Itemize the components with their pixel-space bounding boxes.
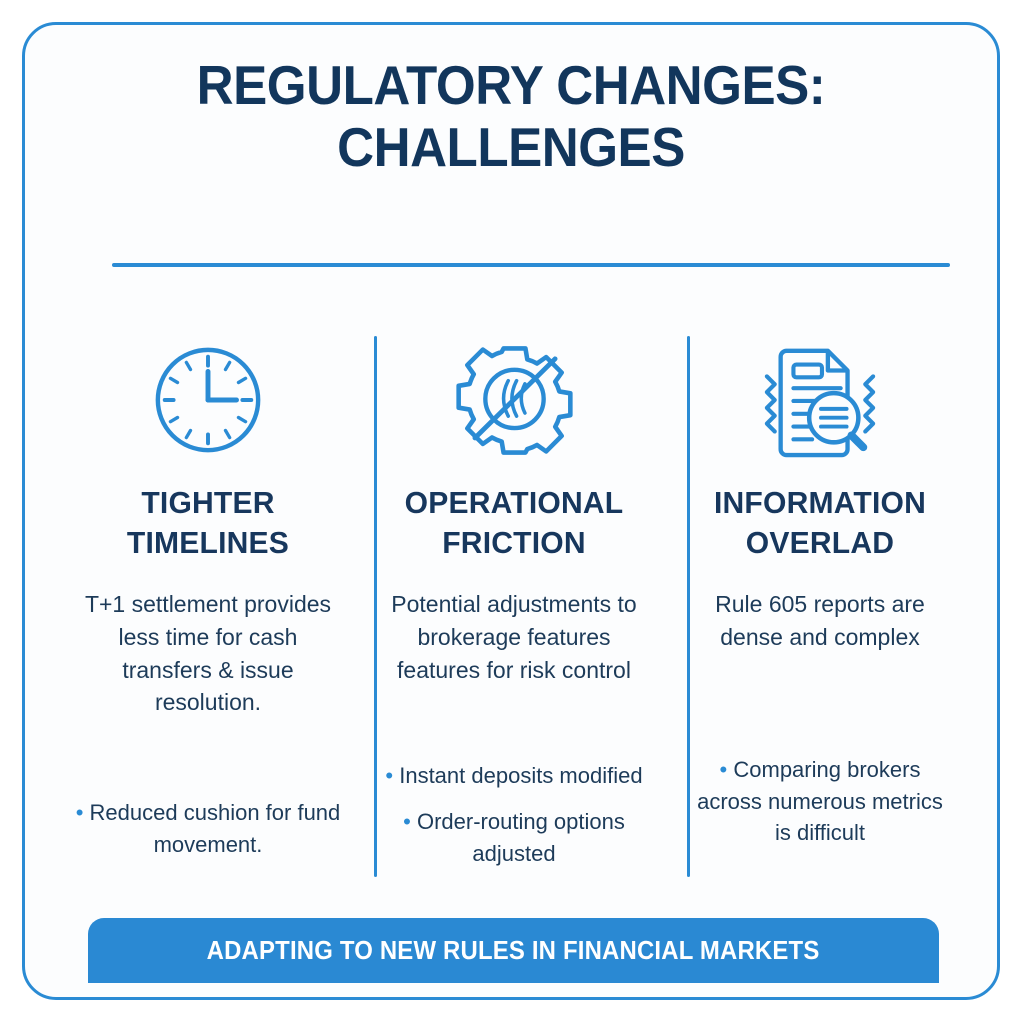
page-title: REGULATORY CHANGES: CHALLENGES [196, 54, 826, 178]
column-bullet-list: • Reduced cushion for fund movement. [69, 797, 347, 861]
list-item: • Instant deposits modified [375, 760, 653, 792]
bullet-text: Comparing brokers across numerous metric… [697, 756, 943, 846]
bullet-dot-icon: • [403, 809, 411, 835]
bullet-text: Reduced cushion for fund movement. [89, 799, 341, 857]
column-heading: OPERATIONAL FRICTION [404, 485, 624, 560]
bullet-dot-icon: • [719, 756, 728, 782]
list-item: • Order-routing options adjusted [375, 806, 653, 870]
bullet-text: Instant deposits modified [399, 763, 643, 789]
gear-disabled-icon [375, 325, 653, 475]
column-body-text: Potential adjustments to brokerage featu… [391, 591, 637, 683]
column-heading: INFORMATION OVERLAD [713, 485, 927, 560]
footer-banner: ADAPTING TO NEW RULES IN FINANCIAL MARKE… [88, 918, 939, 983]
clock-icon [69, 325, 347, 475]
column-body-text: T+1 settlement provides less time for ca… [84, 591, 332, 716]
document-magnifier-icon [681, 325, 959, 475]
column-bullet-list: • Comparing brokers across numerous metr… [681, 754, 959, 850]
infographic-card: REGULATORY CHANGES: CHALLENGES [22, 22, 1000, 1000]
column-operational-friction: OPERATIONAL FRICTION Potential adjustmen… [361, 325, 667, 870]
bullet-dot-icon: • [385, 763, 394, 789]
bullet-dot-icon: • [75, 799, 84, 825]
column-divider-left [374, 336, 377, 877]
list-item: • Reduced cushion for fund movement. [69, 797, 347, 861]
bullet-text: Order-routing options adjusted [416, 809, 625, 867]
column-body-text: Rule 605 reports are dense and complex [715, 591, 925, 650]
column-divider-right [687, 336, 690, 877]
column-information-overload: INFORMATION OVERLAD Rule 605 reports are… [667, 325, 973, 849]
list-item: • Comparing brokers across numerous metr… [681, 754, 959, 850]
footer-banner-text: ADAPTING TO NEW RULES IN FINANCIAL MARKE… [207, 935, 820, 965]
column-tighter-timelines: TIGHTER TIMELINES T+1 settlement provide… [55, 325, 361, 861]
columns-container: TIGHTER TIMELINES T+1 settlement provide… [55, 325, 973, 870]
header: REGULATORY CHANGES: CHALLENGES [25, 54, 997, 178]
header-divider-rule [112, 263, 950, 267]
column-heading: TIGHTER TIMELINES [126, 485, 290, 560]
column-bullet-list: • Instant deposits modified • Order-rout… [375, 760, 653, 870]
